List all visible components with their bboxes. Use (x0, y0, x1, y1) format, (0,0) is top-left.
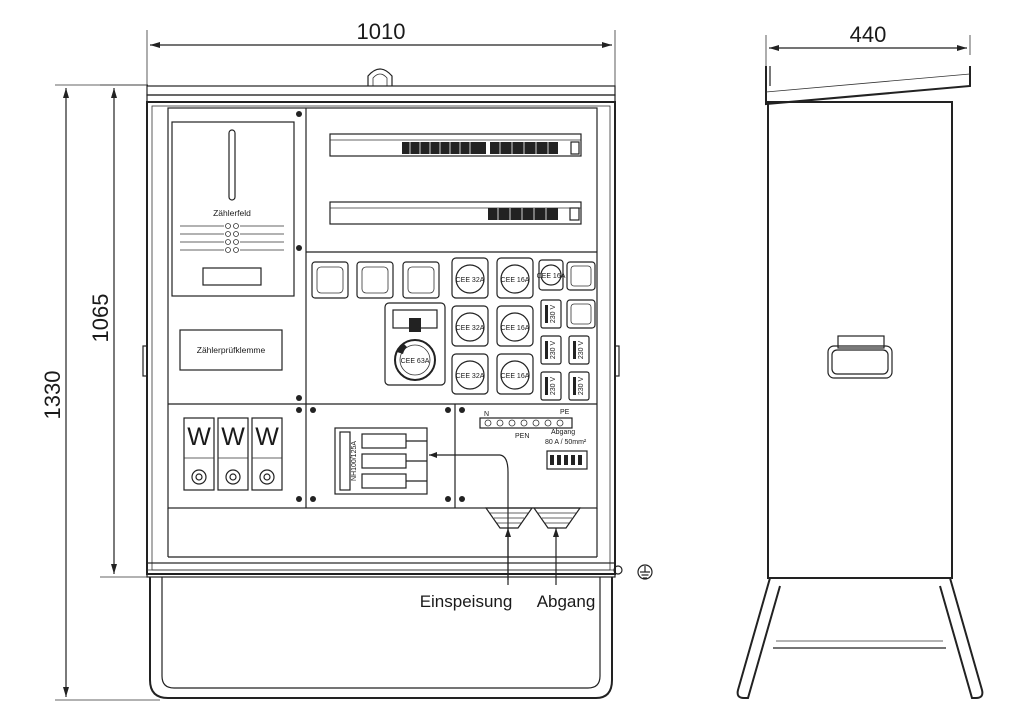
schuko-sockets: 230 V 230 V 230 V 230 V 230 V (540, 299, 590, 401)
schuko-label: 230 V (578, 377, 585, 396)
cee-16a-label-1: CEE 16A (501, 277, 530, 284)
side-body (767, 101, 953, 579)
base-frame (149, 577, 613, 699)
cee-63a-label: CEE 63A (401, 358, 430, 365)
meter-test-terminal-label: Zählerprüfklemme (197, 345, 266, 355)
busbars: N PE PEN Abgang 80 A / 50mm² (479, 409, 588, 470)
n-bar-label: N (484, 411, 489, 418)
cabinet-front (142, 68, 653, 699)
fuse-base: W (251, 417, 283, 491)
cee-socket-63a: CEE 63A (384, 302, 446, 386)
cee-socket-16a-small: CEE 16A (537, 259, 566, 291)
meter-field-label: Zählerfeld (213, 208, 251, 218)
cee-socket-32a-2: CEE 32A (451, 305, 489, 347)
schuko-label: 230 V (550, 305, 557, 324)
handle-icon (827, 335, 893, 379)
schuko-socket: 230 V (568, 371, 590, 401)
cee-socket-16a-3: CEE 16A (496, 353, 534, 395)
schuko-label: 230 V (550, 377, 557, 396)
lifting-eye (367, 68, 393, 86)
cee-socket-16a-1: CEE 16A (496, 257, 534, 299)
dimension-height-cabinet: 1065 (88, 84, 148, 578)
cee-socket-32a-3: CEE 32A (451, 353, 489, 395)
abgang-terminal-label: Abgang (551, 429, 575, 436)
cabinet-side (736, 66, 984, 699)
cee-socket-16a-2: CEE 16A (496, 305, 534, 347)
fuse-base: W (183, 417, 215, 491)
leader-lines (505, 528, 559, 585)
cable-glands (484, 507, 582, 529)
meter-field: Zählerfeld (171, 121, 295, 297)
schuko-socket: 230 V (540, 335, 562, 365)
outgoing-label: Abgang (537, 592, 596, 611)
schuko-label: 230 V (550, 341, 557, 360)
meter-test-terminal: Zählerprüfklemme (179, 329, 283, 371)
feed-cable (429, 454, 509, 580)
abgang-spec-label: 80 A / 50mm² (545, 439, 587, 446)
mounting-screws (296, 111, 465, 502)
dimension-label-1010: 1010 (357, 19, 406, 44)
fuse-base: W (217, 417, 249, 491)
pe-bar-label: PE (560, 409, 570, 416)
fuse-letter: W (221, 423, 245, 451)
fuse-letter: W (255, 423, 279, 451)
schuko-socket: 230 V (568, 335, 590, 365)
dimension-height-total: 1330 (40, 84, 160, 701)
cee-32a-label-2: CEE 32A (456, 325, 485, 332)
cabinet-body (146, 101, 616, 575)
dimension-label-1065: 1065 (88, 294, 113, 343)
din-rail-bottom (329, 201, 582, 225)
nh-switch-label: NH100/125A (351, 441, 358, 481)
schuko-socket: 230 V (540, 371, 562, 401)
dimension-label-1330: 1330 (40, 371, 65, 420)
ground-icon (637, 564, 653, 580)
schuko-socket: 230 V (540, 299, 562, 329)
cee-32a-label-1: CEE 32A (456, 277, 485, 284)
feed-in-label: Einspeisung (420, 592, 513, 611)
dimension-width-front: 1010 (146, 19, 616, 100)
schuko-label: 230 V (578, 341, 585, 360)
cee-16a-label-small: CEE 16A (537, 273, 566, 280)
din-rail-top (329, 133, 582, 157)
cee-32a-label-3: CEE 32A (456, 373, 485, 380)
dimension-width-side: 440 (765, 22, 971, 90)
nh-switch: NH100/125A (334, 427, 428, 495)
cee-16a-label-2: CEE 16A (501, 325, 530, 332)
dimension-label-440: 440 (850, 22, 887, 47)
pen-bar-label: PEN (515, 433, 529, 440)
blank-socket-plates (311, 261, 596, 329)
fuse-letter: W (187, 423, 211, 451)
cee-16a-label-3: CEE 16A (501, 373, 530, 380)
cee-socket-32a-1: CEE 32A (451, 257, 489, 299)
fuse-bases: W W W (183, 417, 283, 491)
